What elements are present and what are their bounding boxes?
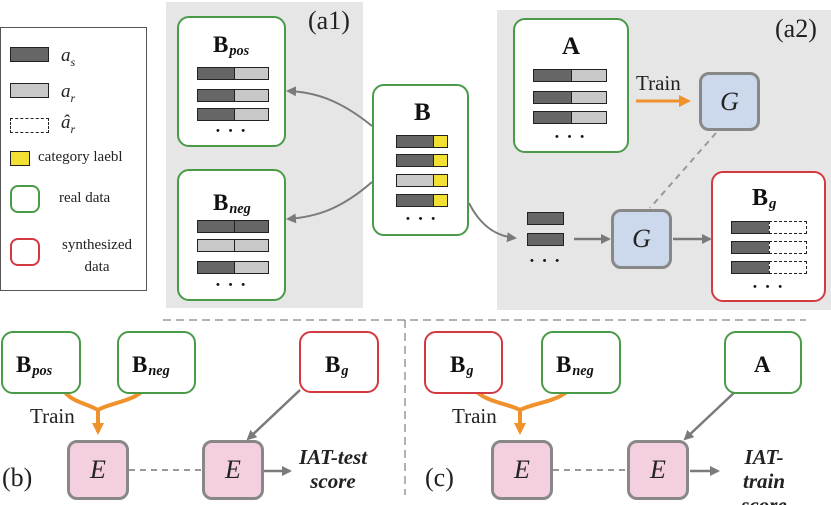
evaluator-node-c-train: E xyxy=(491,440,553,500)
box-b-neg-small-c: Bneg xyxy=(541,331,621,394)
legend-label-ar: ar xyxy=(61,81,76,105)
ellipsis: • • • xyxy=(753,281,786,293)
train-label-b: Train xyxy=(30,404,75,428)
bar-row xyxy=(533,69,607,82)
legend-swatch-ar-hat xyxy=(10,118,49,133)
evaluator-node-b-train: E xyxy=(67,440,129,500)
box-b-g-small-b: Bg xyxy=(299,331,379,393)
bar-row xyxy=(197,108,269,121)
legend-swatch-category xyxy=(10,151,30,166)
ellipsis: • • • xyxy=(555,131,588,143)
ellipsis: • • • xyxy=(216,125,249,137)
train-label-c: Train xyxy=(452,404,497,428)
evaluator-node-c-test: E xyxy=(627,440,689,500)
legend-swatch-real xyxy=(10,185,40,213)
box-b-pos: Bpos • • • xyxy=(177,16,286,147)
legend-swatch-as xyxy=(10,47,49,62)
box-b-g: Bg • • • xyxy=(711,171,826,302)
train-label-a2: Train xyxy=(636,71,681,95)
dashed-link-g-g xyxy=(649,132,717,209)
bar-row xyxy=(396,135,448,148)
legend: as ar âr category laebl real data synthe… xyxy=(0,27,147,291)
box-b-neg-small: Bneg xyxy=(117,331,196,394)
box-b-pos-small-title: Bpos xyxy=(16,352,53,379)
legend-label-real: real data xyxy=(59,190,111,206)
box-b-pos-title: Bpos xyxy=(213,32,250,59)
panel-label-c: (c) xyxy=(425,463,454,492)
panel-label-b: (b) xyxy=(2,463,33,492)
generator-node-train: G xyxy=(699,72,760,131)
bar-row xyxy=(197,220,269,233)
bar-row xyxy=(197,89,269,102)
legend-label-as: as xyxy=(61,45,76,69)
bar-row xyxy=(197,67,269,80)
box-b-g-title: Bg xyxy=(752,185,777,212)
evaluator-node-b-test: E xyxy=(202,440,264,500)
bar-row xyxy=(533,111,607,124)
bar-row xyxy=(197,239,269,252)
box-b-title: B xyxy=(414,99,431,126)
box-a-title: A xyxy=(562,33,581,60)
box-b-g-small-c: Bg xyxy=(424,331,503,394)
bar-row xyxy=(197,261,269,274)
box-b-g-small-b-title: Bg xyxy=(325,352,349,379)
ellipsis: • • • xyxy=(406,213,439,225)
iat-train-score-label: IAT-train score xyxy=(741,445,787,505)
input-bar xyxy=(527,233,564,246)
box-a-small-title: A xyxy=(754,352,771,377)
legend-label-category: category laebl xyxy=(38,149,123,165)
box-b-g-small-c-title: Bg xyxy=(450,352,474,379)
bar-row xyxy=(731,241,807,254)
legend-label-ar-hat: âr xyxy=(61,112,76,136)
legend-swatch-synth xyxy=(10,238,40,266)
box-b-neg-small-title: Bneg xyxy=(132,352,170,379)
input-bar xyxy=(527,212,564,225)
panel-label-a1: (a1) xyxy=(308,6,350,35)
box-a: A • • • xyxy=(513,18,629,153)
bar-row xyxy=(396,154,448,167)
legend-label-synth: synthesized data xyxy=(62,237,132,275)
arrow-b-to-inputs xyxy=(468,202,517,243)
panel-label-a2: (a2) xyxy=(775,14,817,43)
box-b-neg: Bneg • • • xyxy=(177,169,286,301)
legend-swatch-ar xyxy=(10,83,49,98)
box-b-neg-title: Bneg xyxy=(213,190,251,217)
bar-row xyxy=(731,261,807,274)
box-b: B • • • xyxy=(372,84,469,236)
box-a-small: A xyxy=(724,331,802,394)
ellipsis: • • • xyxy=(216,279,249,291)
arrow-b-to-bneg xyxy=(286,181,373,224)
box-b-pos-small: Bpos xyxy=(1,331,81,394)
bar-row xyxy=(396,174,448,187)
ellipsis: • • • xyxy=(530,255,563,267)
iat-test-score-label: IAT-test score xyxy=(298,445,368,494)
box-b-neg-small-c-title: Bneg xyxy=(556,352,594,379)
bar-row xyxy=(533,91,607,104)
arrow-b-to-bpos xyxy=(286,86,373,127)
bar-row xyxy=(731,221,807,234)
generator-node-infer: G xyxy=(611,209,672,269)
arrow-a-to-e-c xyxy=(683,389,738,441)
bar-row xyxy=(396,194,448,207)
arrow-bg-to-e-b xyxy=(246,389,301,441)
